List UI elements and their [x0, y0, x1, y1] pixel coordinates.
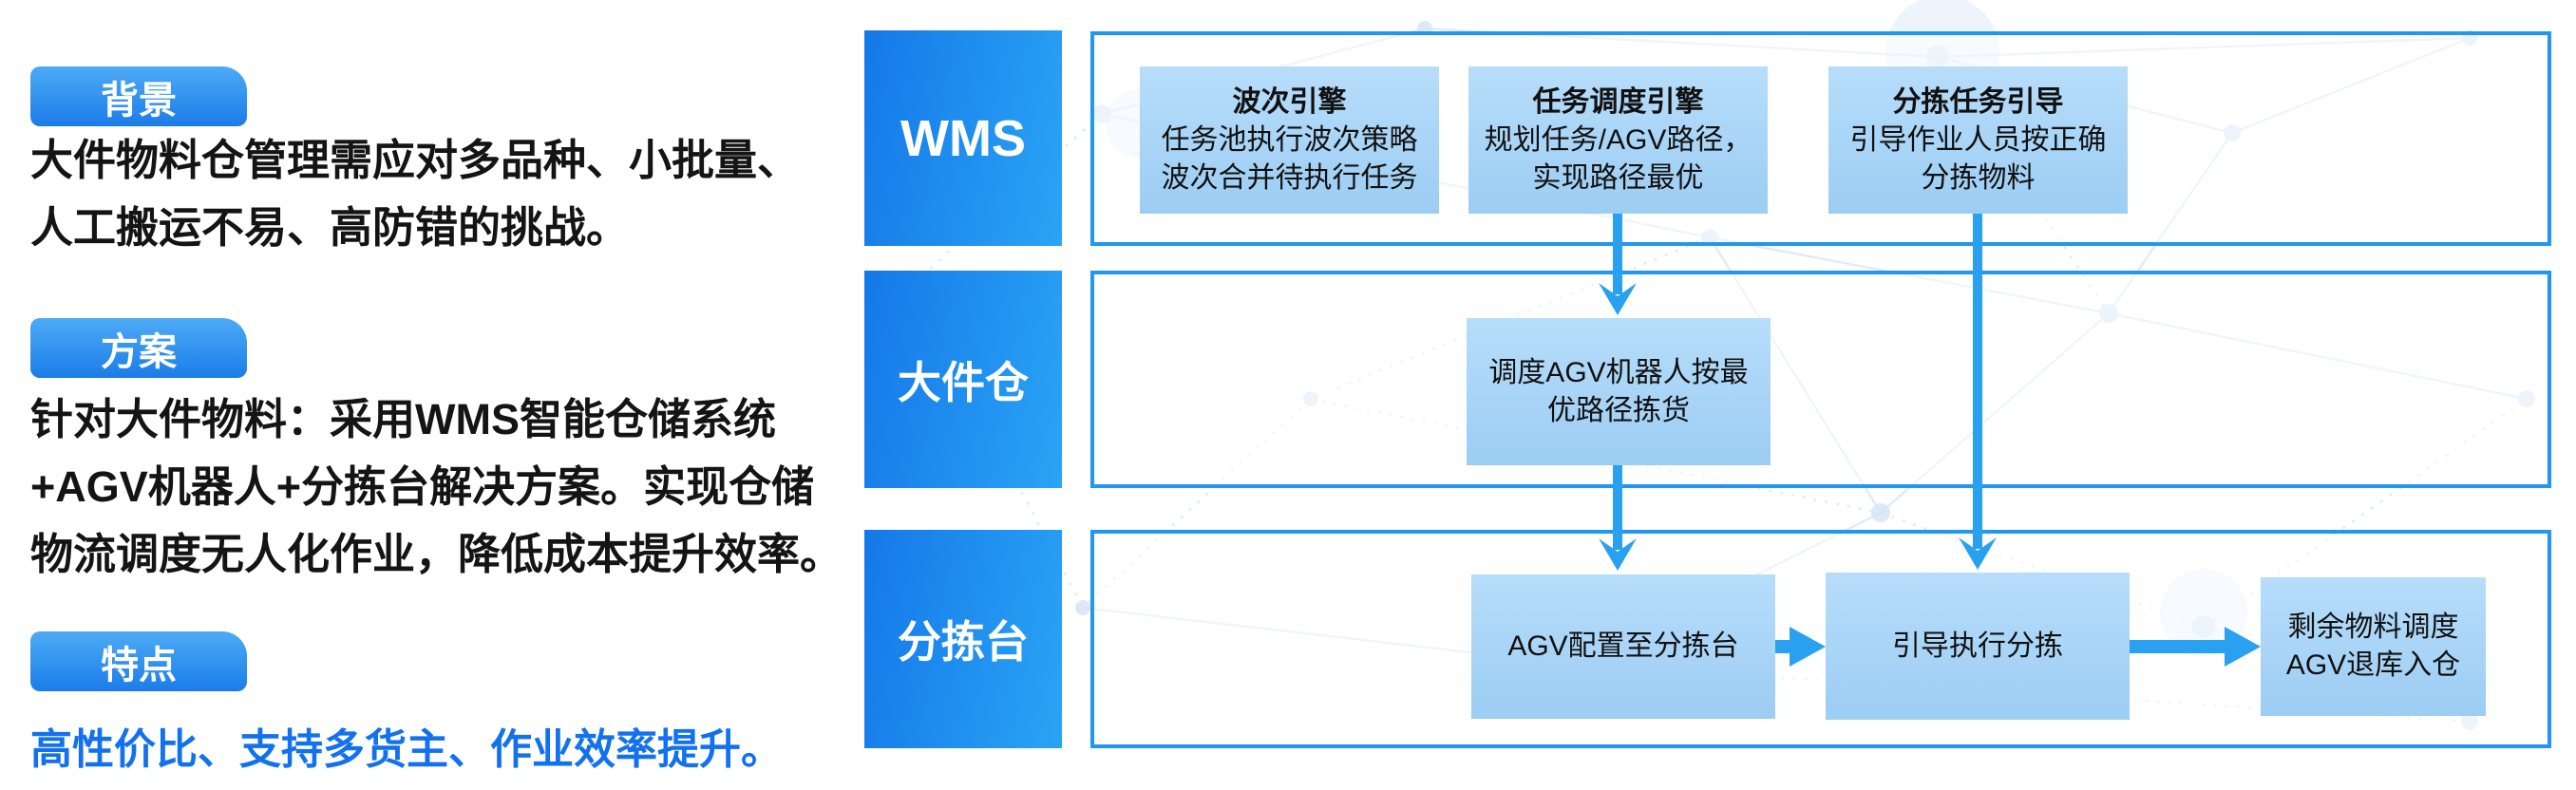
background-section-badge: 背景: [30, 66, 247, 126]
box-text-line: 波次合并待执行任务: [1161, 161, 1418, 194]
box-text-line: 剩余物料调度: [2287, 611, 2459, 643]
flow-box-agv-optimal-picking: 调度AGV机器人按最 优路径拣货: [1467, 318, 1771, 465]
text-line: 大件物料仓管理需应对多品种、小批量、: [30, 136, 801, 184]
box-text-line: 优路径拣货: [1547, 394, 1690, 426]
flow-box-task-scheduling-engine: 任务调度引擎 规划任务/AGV路径， 实现路径最优: [1468, 66, 1768, 214]
lane-label-wms: WMS: [864, 30, 1062, 246]
flow-box-agv-return-to-warehouse: 剩余物料调度 AGV退库入仓: [2261, 577, 2486, 716]
flow-box-sorting-task-guide: 分拣任务引导 引导作业人员按正确 分拣物料: [1828, 66, 2128, 214]
box-text-line: 调度AGV机器人按最: [1488, 356, 1749, 388]
box-text-line: 任务池执行波次策略: [1161, 123, 1418, 156]
box-title: 任务调度引擎: [1532, 85, 1704, 118]
box-text-line: AGV配置至分拣台: [1507, 630, 1739, 662]
lane-label-warehouse: 大件仓: [864, 271, 1062, 488]
box-text-line: AGV退库入仓: [2285, 649, 2461, 681]
box-text-line: 规划任务/AGV路径，: [1484, 123, 1752, 156]
solution-section-badge: 方案: [30, 318, 247, 378]
box-title: 分拣任务引导: [1892, 85, 2064, 118]
lane-label-sorting-station: 分拣台: [864, 530, 1062, 748]
text-line: 人工搬运不易、高防错的挑战。: [30, 203, 630, 252]
flow-box-guided-sorting: 引导执行分拣: [1826, 573, 2130, 720]
flow-box-wave-engine: 波次引擎 任务池执行波次策略 波次合并待执行任务: [1140, 66, 1439, 214]
lane-container-warehouse: [1090, 271, 2551, 488]
box-title: 波次引擎: [1232, 85, 1347, 118]
features-highlight-text: 高性价比、支持多货主、作业效率提升。: [30, 726, 783, 773]
text-line: 物流调度无人化作业，降低成本提升效率。: [30, 530, 843, 578]
box-text-line: 引导作业人员按正确: [1849, 123, 2107, 156]
box-text-line: 引导执行分拣: [1892, 630, 2063, 662]
solution-section-text: 针对大件物料：采用WMS智能仓储系统 +AGV机器人+分拣台解决方案。实现仓储 …: [30, 386, 843, 588]
text-line: 针对大件物料：采用WMS智能仓储系统: [30, 395, 776, 443]
flow-box-agv-to-sorting-station: AGV配置至分拣台: [1471, 574, 1775, 719]
background-section-text: 大件物料仓管理需应对多品种、小批量、 人工搬运不易、高防错的挑战。: [30, 126, 800, 261]
box-text-line: 实现路径最优: [1532, 161, 1704, 194]
box-text-line: 分拣物料: [1921, 161, 2036, 194]
text-line: +AGV机器人+分拣台解决方案。实现仓储: [30, 462, 815, 511]
features-section-badge: 特点: [30, 631, 247, 691]
